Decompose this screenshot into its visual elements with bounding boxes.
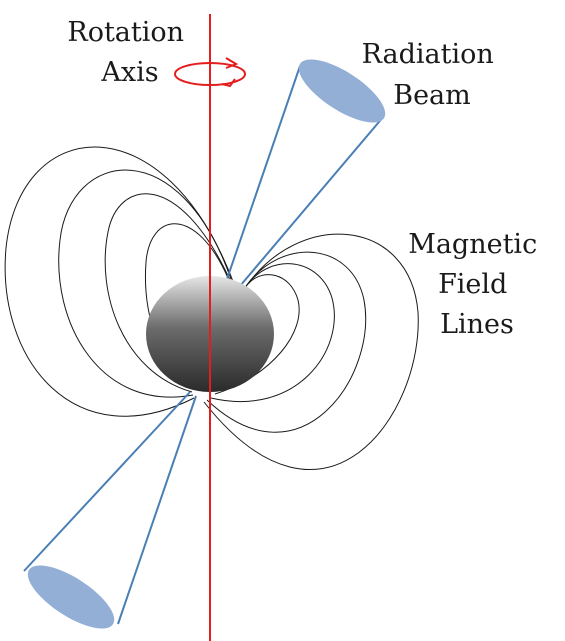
magnetic-field-lines — [4, 146, 419, 470]
rotation-ellipse — [174, 62, 246, 86]
beam-bottom-cap — [27, 565, 115, 629]
rotation-axis-label-line1: Rotation — [67, 17, 184, 48]
field-line-left-3 — [4, 146, 235, 417]
rotation-arrowhead-top — [225, 57, 239, 69]
magnetic-field-lines-label-line2: Field — [438, 269, 507, 300]
field-line-left-2 — [58, 169, 233, 398]
field-lines-right — [203, 233, 419, 470]
rotation-arrow-icon — [174, 57, 246, 88]
radiation-beam-bottom — [23, 391, 197, 629]
field-line-right-2 — [206, 251, 366, 433]
radiation-beam-label-line2: Beam — [393, 80, 471, 111]
field-line-right-1 — [210, 263, 335, 403]
beam-bottom-edge-right — [117, 395, 197, 625]
rotation-axis-label: Rotation Axis — [67, 17, 192, 88]
magnetic-field-lines-label-line3: Lines — [440, 309, 514, 340]
magnetic-field-lines-label: Magnetic Field Lines — [408, 229, 546, 340]
radiation-beam-label: Radiation Beam — [362, 39, 503, 111]
rotation-axis-label-line2: Axis — [100, 57, 158, 88]
beam-top-cap — [298, 59, 386, 123]
beam-bottom-edge-left — [23, 391, 191, 572]
field-line-right-3 — [203, 233, 419, 470]
radiation-beam-top — [225, 59, 386, 287]
rotation-arrowhead-bottom — [221, 78, 236, 88]
radiation-beam-label-line1: Radiation — [362, 39, 494, 70]
beam-top-edge-right — [239, 115, 385, 287]
magnetic-field-lines-label-line1: Magnetic — [408, 229, 537, 260]
field-line-left-1 — [104, 193, 231, 393]
beam-top-edge-left — [225, 65, 301, 283]
